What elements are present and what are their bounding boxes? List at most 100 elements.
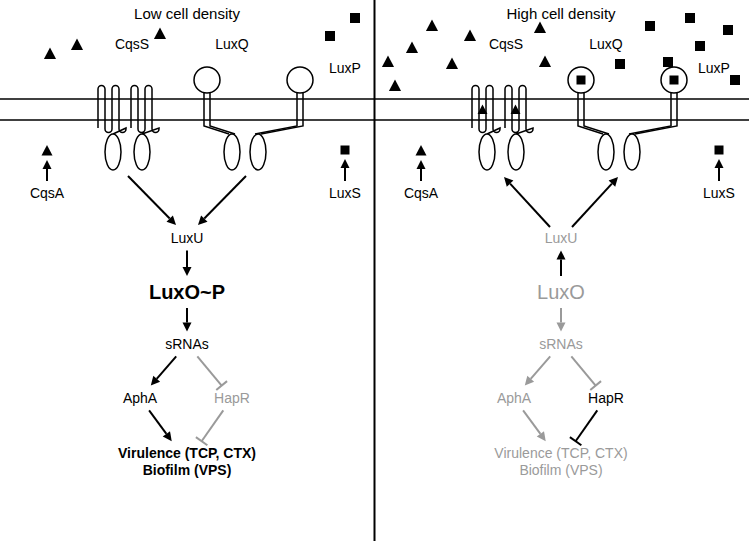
arrow-shaft <box>204 176 246 219</box>
protein-label: LuxP <box>696 59 732 78</box>
autoinducer-triangle <box>534 21 546 33</box>
inhibition-bar <box>570 437 581 445</box>
arrow-head <box>182 267 191 276</box>
pathway-node: Virulence (TCP, CTX)Biofilm (VPS) <box>116 444 258 480</box>
autoinducer-triangle <box>539 55 551 67</box>
activation-connector <box>182 308 191 332</box>
arrow-head <box>417 160 426 169</box>
arrow-head <box>182 323 191 332</box>
pathway-node: sRNAs <box>163 335 211 354</box>
arrow-shaft <box>572 184 612 227</box>
node-text: sRNAs <box>165 336 209 353</box>
autoinducer-square <box>670 76 679 85</box>
node-text: LuxU <box>545 230 578 247</box>
autoinducer-triangle <box>511 105 521 114</box>
pathway-node: HapR <box>212 389 252 408</box>
arrow-shaft <box>420 169 422 181</box>
activation-connector <box>151 356 176 385</box>
protein-label: LuxP <box>327 59 363 78</box>
autoinducer-square <box>577 76 586 85</box>
arrow-head <box>609 177 618 187</box>
arrow-head <box>166 215 176 225</box>
arrow-head <box>198 215 208 225</box>
inhibition-connector <box>570 410 597 445</box>
panel-title: Low cell density <box>132 4 242 24</box>
kinase-domain <box>624 134 640 170</box>
luxp-protein <box>287 67 313 93</box>
phosphorelay-arrow <box>198 176 246 225</box>
arrow-head <box>43 160 52 169</box>
pathway-node: LuxO <box>535 279 587 305</box>
arrow-shaft <box>571 356 595 385</box>
protein-label: LuxQ <box>213 35 250 54</box>
kinase-domain <box>250 134 266 170</box>
panel-title: High cell density <box>504 4 617 24</box>
kinase-domain <box>134 134 150 170</box>
arrow-head <box>341 159 350 168</box>
activation-connector <box>557 308 566 332</box>
node-text: Virulence (TCP, CTX) <box>118 445 256 462</box>
inhibition-bar <box>196 437 207 445</box>
pathway-node: sRNAs <box>537 335 585 354</box>
autoinducer-square <box>730 75 740 85</box>
kinase-domain <box>105 134 121 170</box>
node-text: AphA <box>123 390 157 407</box>
protein-label: CqsA <box>28 184 66 203</box>
autoinducer-triangle <box>446 57 458 69</box>
activation-connector <box>523 410 546 441</box>
arrow-shaft <box>560 259 562 276</box>
arrow-shaft <box>197 356 221 385</box>
arrow-shaft <box>344 168 346 181</box>
protein-label: LuxQ <box>587 35 624 54</box>
inhibition-bar <box>590 381 601 390</box>
autoinducer-triangle <box>154 27 166 39</box>
inhibition-connector <box>197 356 227 390</box>
inhibition-connector <box>196 410 223 445</box>
activation-connector <box>525 356 550 385</box>
synthesis-arrow <box>417 160 426 181</box>
synthesis-arrow <box>715 159 724 181</box>
arrow-shaft <box>128 176 170 219</box>
autoinducer-square <box>695 41 705 51</box>
autoinducer-triangle <box>478 105 488 114</box>
pathway-node: AphA <box>495 389 533 408</box>
activation-connector <box>557 250 566 276</box>
autoinducer-square <box>350 13 360 23</box>
arrow-shaft <box>186 308 188 323</box>
pathway-node: HapR <box>586 389 626 408</box>
arrow-head <box>537 431 546 441</box>
autoinducer-triangle <box>426 19 438 31</box>
node-text: Biofilm (VPS) <box>118 462 256 479</box>
autoinducer-square <box>325 31 335 41</box>
activation-connector <box>182 250 191 276</box>
luxp-protein <box>568 67 594 93</box>
node-text: Virulence (TCP, CTX) <box>494 445 627 462</box>
phosphorelay-arrow <box>128 176 176 225</box>
arrow-head <box>525 376 534 386</box>
autoinducer-triangle <box>44 47 56 59</box>
kinase-domain <box>508 134 524 170</box>
autoinducer-triangle <box>416 145 427 156</box>
luxp-protein <box>194 67 220 93</box>
synthesis-arrow <box>43 160 52 181</box>
arrow-shaft <box>718 168 720 181</box>
arrow-shaft <box>510 184 550 227</box>
autoinducer-square <box>723 25 733 35</box>
node-text: AphA <box>497 390 531 407</box>
node-text: LuxO <box>537 280 585 304</box>
arrow-shaft <box>576 410 598 441</box>
protein-label: LuxS <box>701 184 737 203</box>
pathway-node: LuxU <box>169 229 206 248</box>
autoinducer-square <box>615 59 625 69</box>
arrow-shaft <box>149 410 166 434</box>
kinase-domain <box>598 134 614 170</box>
arrow-shaft <box>523 410 540 434</box>
node-text: HapR <box>588 390 624 407</box>
pathway-node: LuxO~P <box>147 279 227 305</box>
luxq-receptor <box>261 93 303 134</box>
luxq-receptor <box>584 93 609 134</box>
cqss-receptor <box>472 86 500 135</box>
luxq-receptor <box>210 93 235 134</box>
cqss-receptor <box>505 86 533 135</box>
